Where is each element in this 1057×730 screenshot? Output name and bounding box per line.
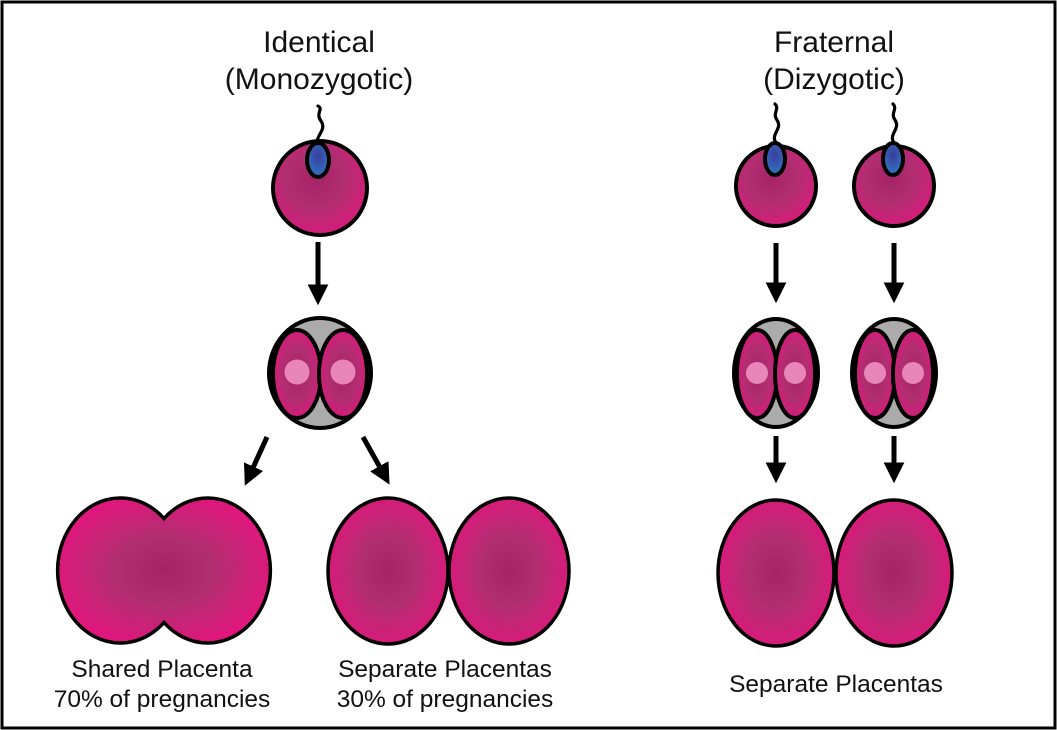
identical-title-line2: (Monozygotic) <box>225 63 413 96</box>
nucleus-right <box>330 359 356 385</box>
nucleus-right <box>902 362 924 384</box>
sperm-tail-icon <box>890 102 899 145</box>
shared-placenta-shape <box>55 496 273 645</box>
separate-placenta-oval-left <box>716 498 836 648</box>
fraternal-title-line2: (Dizygotic) <box>763 63 905 96</box>
arrow-to-shared-placenta-icon <box>243 435 270 486</box>
separate-placentas-label-line2: 30% of pregnancies <box>337 686 554 713</box>
two-cell-embryo <box>267 316 373 430</box>
arrow-to-separate-placentas-icon <box>360 435 390 485</box>
two-cell-embryo-1 <box>732 317 820 429</box>
fraternal-title-line1: Fraternal <box>774 26 894 59</box>
sperm-head-icon <box>305 141 331 179</box>
egg-cell <box>271 139 369 237</box>
shared-placenta-label-line2: 70% of pregnancies <box>54 686 271 713</box>
sperm-tail-icon <box>772 102 781 145</box>
nucleus-left <box>746 362 768 384</box>
separate-placentas-label-line1: Separate Placentas <box>338 656 552 683</box>
identical-section: Identical (Monozygotic) Shared Placenta … <box>54 26 571 713</box>
two-cell-embryo-2 <box>850 317 938 429</box>
fertilized-egg-1 <box>734 102 818 228</box>
nucleus-left <box>284 359 310 385</box>
nucleus-right <box>784 362 806 384</box>
nucleus-left <box>864 362 886 384</box>
fraternal-separate-placentas-label: Separate Placentas <box>729 671 943 698</box>
separate-placenta-oval-left <box>326 496 450 646</box>
separate-placenta-oval-right <box>834 498 954 648</box>
fraternal-section: Fraternal (Dizygotic) <box>716 26 954 698</box>
separate-placentas-di <box>716 498 954 648</box>
separate-placentas-mono <box>326 496 571 646</box>
identical-title-line1: Identical <box>263 26 375 59</box>
separate-placenta-oval-right <box>447 496 571 646</box>
sperm-head-icon <box>881 141 905 177</box>
sperm-head-icon <box>763 141 787 177</box>
fertilized-egg <box>271 104 369 237</box>
shared-placenta-label-line1: Shared Placenta <box>71 656 253 683</box>
fertilized-egg-2 <box>852 102 936 228</box>
